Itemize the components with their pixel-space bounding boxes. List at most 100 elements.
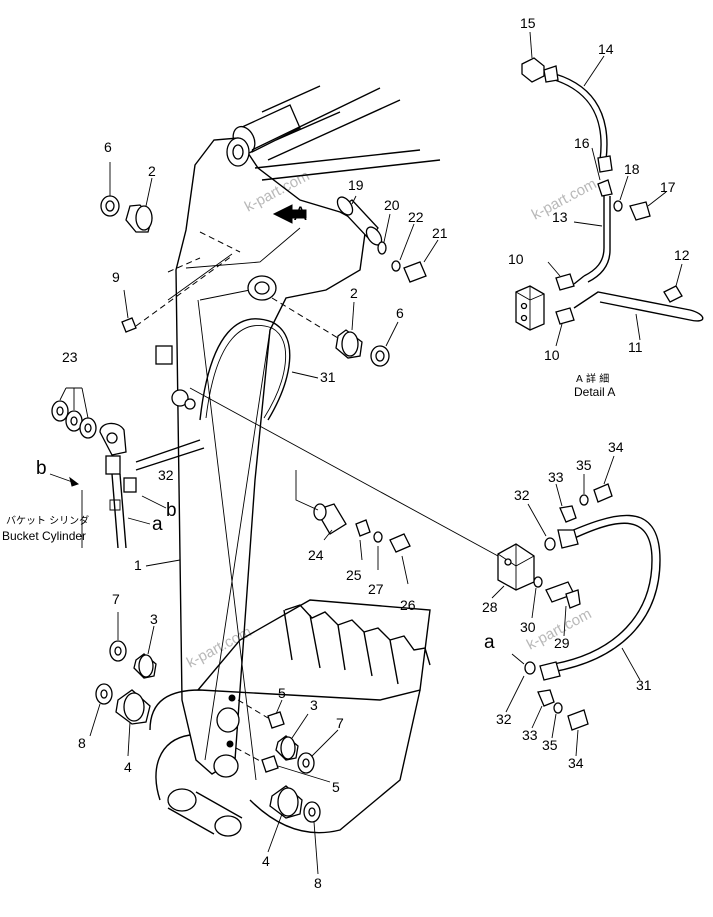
part-34-bolt-lower (567, 709, 589, 757)
callout-6: 6 (396, 305, 404, 321)
callout-18: 18 (624, 161, 640, 177)
part-15-connector (521, 57, 545, 83)
part-13-tube (583, 196, 605, 277)
bucket-cylinder-bracket (99, 422, 205, 549)
reference-letters: A b a b a バケット シリンダ Bucket Cylinder A 詳 … (2, 204, 615, 653)
callout-33: 33 (522, 727, 538, 743)
part-14-hose (547, 71, 608, 161)
part-2-bushing-upper (125, 177, 153, 233)
part-29-bolt (545, 581, 581, 637)
part-4-bushing-lower-left (115, 689, 151, 757)
callout-3: 3 (310, 697, 318, 713)
callout-25: 25 (346, 567, 362, 583)
callout-2: 2 (148, 163, 156, 179)
ref-letter-a-right: a (484, 632, 495, 653)
view-arrow-a (272, 204, 307, 224)
callout-1: 1 (134, 557, 142, 573)
pin-axis-line (271, 297, 339, 339)
part-25-plate (355, 519, 371, 561)
part-5-grease-fitting-lower (235, 747, 331, 783)
bucket-cylinder-label-jp: バケット シリンダ (6, 514, 89, 527)
callout-8: 8 (78, 735, 86, 751)
callout-24: 24 (308, 547, 324, 563)
callout-26: 26 (400, 597, 416, 613)
callout-4: 4 (124, 759, 132, 775)
part-17-bolt (629, 201, 651, 221)
callout-32: 32 (496, 711, 512, 727)
callout-7: 7 (112, 591, 120, 607)
leader-line (167, 253, 233, 301)
callout-15: 15 (520, 15, 536, 31)
part-20-washer (377, 213, 391, 255)
callout-5: 5 (332, 779, 340, 795)
part-26-bolt (389, 533, 411, 585)
part-3-bushing-lower-left (133, 625, 157, 679)
callout-28: 28 (482, 599, 498, 615)
callout-27: 27 (368, 581, 384, 597)
callout-20: 20 (384, 197, 400, 213)
boom-cylinder (232, 85, 441, 181)
callout-32: 32 (158, 467, 174, 483)
callout-8: 8 (314, 875, 322, 891)
callout-19: 19 (348, 177, 364, 193)
bucket (149, 599, 431, 837)
ref-letter-b-left: b (36, 458, 47, 479)
part-7-seal-lower-left (109, 612, 127, 662)
hose-31-right (539, 514, 661, 681)
part-28-block (491, 543, 535, 599)
callout-35: 35 (576, 457, 592, 473)
callout-34: 34 (608, 439, 624, 455)
callout-13: 13 (552, 209, 568, 225)
ref-letter-a-left: a (152, 514, 163, 535)
callout-14: 14 (598, 41, 614, 57)
part-24-pin (295, 470, 347, 541)
part-3-bushing-lower-right (275, 713, 309, 761)
part-8-seal-lower-left (89, 683, 113, 737)
part-32-oring-upper (527, 503, 556, 551)
part-32-oring-lower (505, 653, 536, 713)
ref-letter-b-mid: b (166, 500, 177, 521)
callout-6: 6 (104, 139, 112, 155)
part-27-washer (373, 531, 383, 570)
callout-29: 29 (554, 635, 570, 651)
part-35-washer-lower (551, 702, 563, 739)
callout-16: 16 (574, 135, 590, 151)
arm-assembly (155, 137, 367, 781)
detail-a-label-en: Detail A (574, 385, 615, 399)
part-2-bushing-lower (335, 301, 363, 359)
callout-17: 17 (660, 179, 676, 195)
callout-9: 9 (112, 269, 120, 285)
part-21-bolt (403, 239, 439, 283)
part-7-seal-lower-right (297, 729, 339, 774)
hose-31-arm (199, 318, 291, 421)
callout-31: 31 (320, 369, 336, 385)
part-10-fitting-lower (555, 307, 575, 325)
part-9-grease-fitting (121, 255, 233, 333)
part-33-clamp-upper (555, 483, 577, 523)
part-16-fitting (597, 155, 613, 173)
callout-4: 4 (262, 853, 270, 869)
part-34-bolt-upper (593, 455, 615, 503)
view-letter-a: A (294, 204, 307, 225)
callout-12: 12 (674, 247, 690, 263)
part-10-fitting-upper (555, 273, 575, 291)
callout-23: 23 (62, 349, 78, 365)
part-12-clamp (663, 285, 683, 303)
part-33-clamp-lower (531, 689, 555, 729)
callout-31: 31 (636, 677, 652, 693)
part-6-seal-lower (370, 321, 399, 367)
part-22-plate (391, 223, 415, 272)
detail-a (515, 31, 704, 347)
bucket-cylinder-label-en: Bucket Cylinder (2, 529, 86, 543)
part-6-seal-upper (100, 162, 120, 217)
callout-7: 7 (336, 715, 344, 731)
part-30-washer (531, 576, 543, 619)
part-35-washer-upper (579, 474, 589, 506)
callout-10: 10 (544, 347, 560, 363)
callouts: 1 2 2 3 3 4 4 5 5 6 6 7 7 8 8 9 10 10 11… (62, 15, 690, 891)
callout-11: 11 (628, 339, 643, 355)
part-4-bushing-lower-right (267, 785, 303, 853)
callout-34: 34 (568, 755, 584, 771)
detail-a-label-jp: A 詳 細 (576, 372, 609, 385)
